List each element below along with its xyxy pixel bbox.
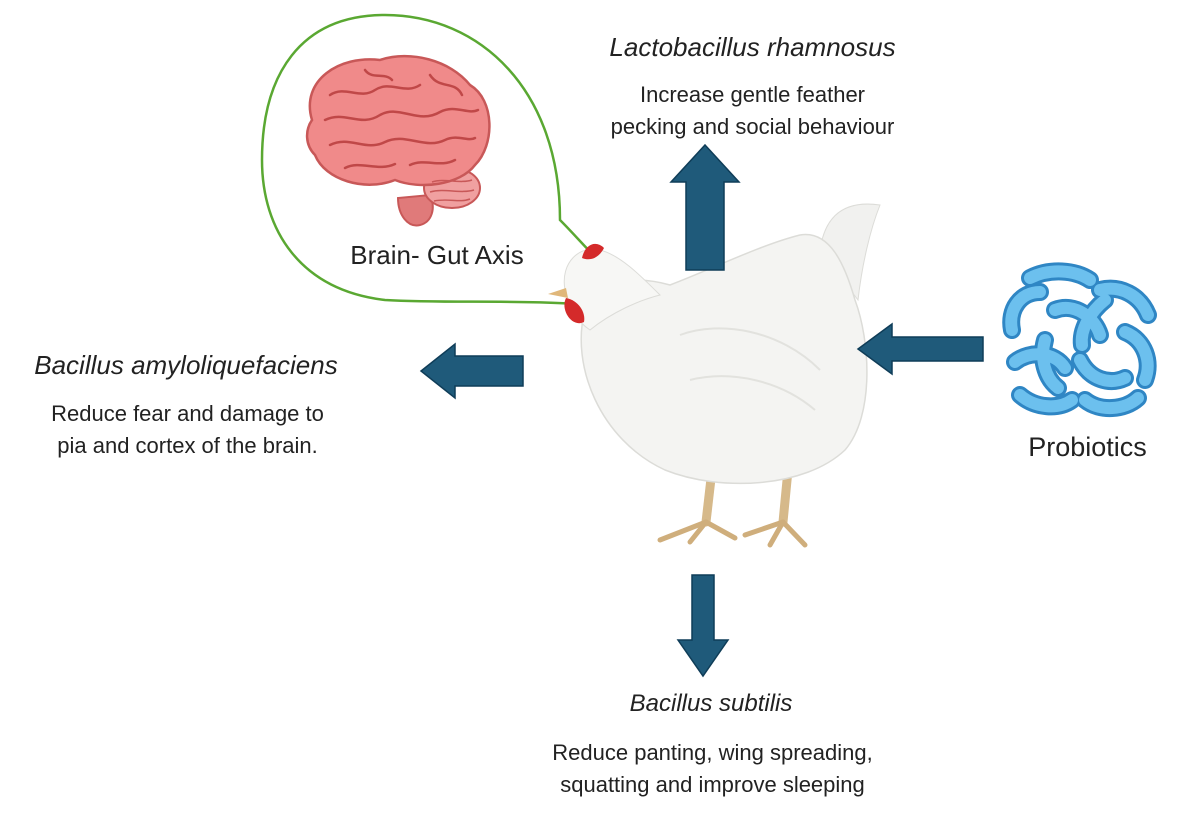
- bottom-effect-line-1: Reduce panting, wing spreading,: [552, 740, 873, 765]
- left-effect-text: Reduce fear and damage to pia and cortex…: [10, 398, 365, 462]
- bottom-effect-line-2: squatting and improve sleeping: [560, 772, 865, 797]
- probiotics-label: Probiotics: [1028, 432, 1147, 462]
- arrow-left: [419, 342, 524, 400]
- arrow-left-from-probiotics: [856, 322, 984, 376]
- brain-icon: [305, 54, 491, 227]
- bottom-species-name: Bacillus subtilis: [629, 690, 793, 717]
- top-effect-line-1: Increase gentle feather: [639, 82, 866, 107]
- arrow-down: [676, 574, 730, 678]
- left-species-name: Bacillus amyloliquefaciens: [34, 350, 338, 380]
- top-effect-line-2: pecking and social behaviour: [610, 114, 895, 139]
- bottom-effect-text: Reduce panting, wing spreading, squattin…: [500, 737, 925, 801]
- bacteria-icon: [1002, 262, 1157, 417]
- left-effect-line-2: pia and cortex of the brain.: [57, 433, 318, 458]
- top-effect-text: Increase gentle feather pecking and soci…: [560, 79, 945, 143]
- arrow-up: [669, 143, 741, 271]
- left-effect-line-1: Reduce fear and damage to: [51, 401, 324, 426]
- top-species-name: Lactobacillus rhamnosus: [609, 32, 896, 62]
- bubble-label: Brain- Gut Axis: [350, 240, 524, 270]
- chicken-icon: [548, 203, 881, 548]
